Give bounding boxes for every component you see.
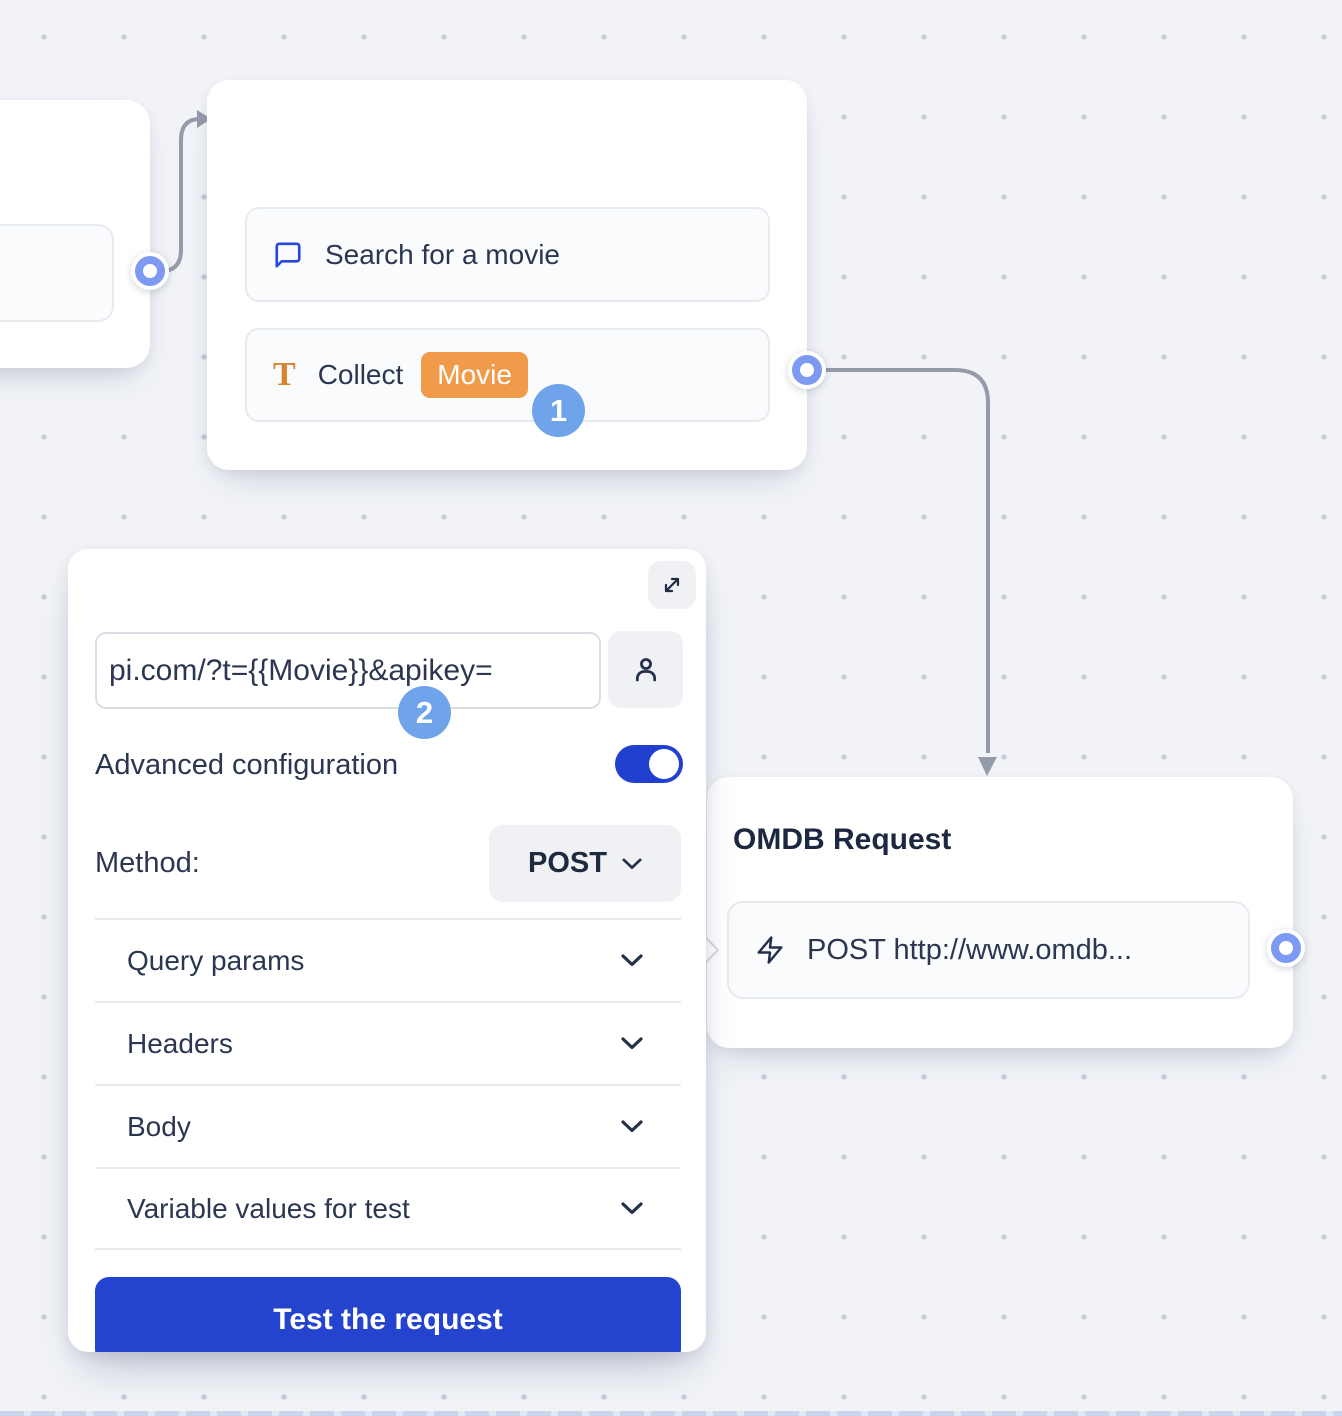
step-badge-2: 2 <box>398 686 451 739</box>
node-card-movie-search[interactable]: Movie search Search for a movie T Collec… <box>207 80 807 470</box>
output-connector-omdb-request[interactable] <box>1267 929 1305 967</box>
chevron-down-icon <box>621 954 643 967</box>
section-headers[interactable]: Headers <box>95 1001 681 1084</box>
variable-badge-movie[interactable]: Movie <box>421 352 528 398</box>
connector-line-movie-search-to-omdb <box>807 368 990 753</box>
canvas-bottom-strip <box>0 1411 1342 1416</box>
output-connector-partial-card[interactable] <box>131 252 169 290</box>
output-connector-movie-search[interactable] <box>788 351 826 389</box>
method-label: Method: <box>95 847 200 879</box>
node-item-label: Search for a movie <box>325 238 560 270</box>
section-label: Headers <box>127 1027 233 1059</box>
chat-bubble-icon <box>275 241 301 268</box>
chevron-down-icon <box>622 858 642 869</box>
assign-user-button[interactable] <box>608 631 683 708</box>
arrowhead-down-icon <box>978 757 997 776</box>
node-item-omdb-post[interactable]: POST http://www.omdb... <box>727 901 1250 999</box>
connector-line-left-to-movie-search <box>151 117 201 273</box>
section-body[interactable]: Body <box>95 1084 681 1167</box>
webhook-config-panel[interactable]: Advanced configuration Method: POST Quer… <box>68 549 706 1352</box>
collapsible-sections: Query params Headers Body Variable value… <box>95 918 681 1250</box>
lightning-icon <box>757 936 783 964</box>
expand-button[interactable] <box>648 561 696 609</box>
chevron-down-icon <box>621 1037 643 1050</box>
node-item-label: POST http://www.omdb... <box>807 933 1133 966</box>
advanced-configuration-label: Advanced configuration <box>95 748 399 781</box>
node-item-search-for-a-movie[interactable]: Search for a movie <box>245 207 770 302</box>
connector-ring-icon <box>135 256 165 286</box>
node-item-collect-movie[interactable]: T Collect Movie <box>245 328 770 422</box>
partial-node-item[interactable] <box>0 224 114 322</box>
advanced-configuration-toggle[interactable] <box>615 745 683 783</box>
method-dropdown[interactable]: POST <box>489 825 681 902</box>
input-connector-notch-icon <box>702 934 720 966</box>
text-input-icon: T <box>273 356 296 393</box>
section-label: Body <box>127 1110 191 1142</box>
step-badge-1: 1 <box>532 384 585 437</box>
method-value: POST <box>528 847 607 879</box>
section-label: Variable values for test <box>127 1192 410 1224</box>
arrowhead-right-icon <box>197 110 211 128</box>
person-icon <box>635 657 656 681</box>
section-label: Query params <box>127 944 305 976</box>
url-input[interactable] <box>95 632 601 709</box>
node-title: OMDB Request <box>733 823 952 856</box>
chevron-down-icon <box>621 1202 643 1215</box>
section-query-params[interactable]: Query params <box>95 918 681 1001</box>
node-item-label: Collect <box>317 359 404 390</box>
node-card-omdb-request[interactable]: OMDB Request POST http://www.omdb... <box>707 777 1293 1048</box>
connector-ring-icon <box>792 355 822 385</box>
advanced-configuration-row: Advanced configuration <box>95 745 681 785</box>
expand-icon <box>664 577 680 593</box>
test-the-request-button[interactable]: Test the request <box>95 1277 681 1352</box>
toggle-knob <box>649 749 679 779</box>
section-variable-values-for-test[interactable]: Variable values for test <box>95 1167 681 1250</box>
method-row: Method: POST <box>95 825 681 902</box>
chevron-down-icon <box>621 1120 643 1133</box>
connector-ring-icon <box>1271 933 1301 963</box>
